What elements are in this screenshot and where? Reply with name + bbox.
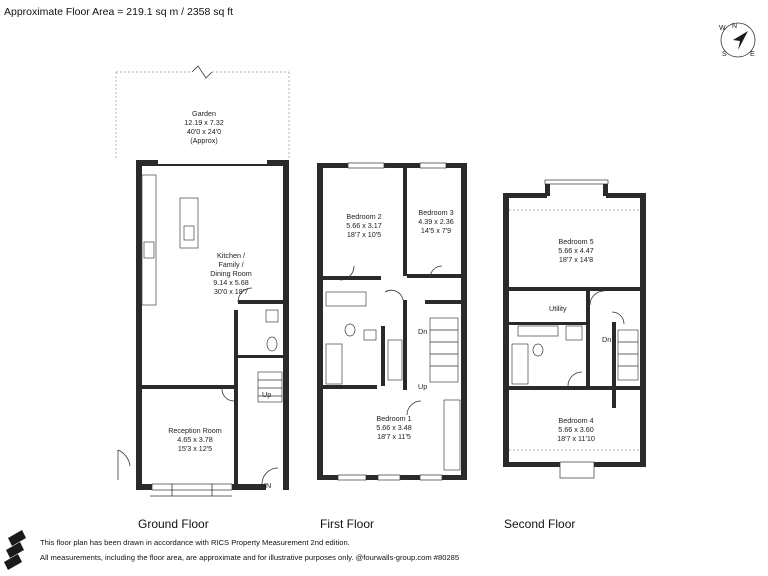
kitchen-metric: 9.14 x 5.68 <box>213 278 249 287</box>
footer-line-1: This floor plan has been drawn in accord… <box>40 538 350 547</box>
reception-imperial: 15'3 x 12'5 <box>177 444 213 453</box>
garden-metric: 12.19 x 7.32 <box>184 118 224 127</box>
utility-label: Utility <box>549 304 567 313</box>
bedroom2-imperial: 18'7 x 10'5 <box>346 230 382 239</box>
bedroom3-name: Bedroom 3 <box>418 208 454 217</box>
garden-label: Garden 12.19 x 7.32 40'0 x 24'0 (Approx) <box>176 109 232 145</box>
bedroom4-name: Bedroom 4 <box>558 416 594 425</box>
kitchen-label: Kitchen / Family / Dining Room 9.14 x 5.… <box>196 251 266 296</box>
compass-w: W <box>719 25 726 32</box>
fourwalls-logo-icon <box>4 530 26 570</box>
entrance-label: IN <box>264 481 272 490</box>
ground-up-label: Up <box>262 390 272 399</box>
compass-s: S <box>722 51 727 58</box>
bedroom3-label: Bedroom 3 4.39 x 2.36 14'5 x 7'9 <box>408 208 464 235</box>
floor-area-text: Approximate Floor Area = 219.1 sq m / 23… <box>4 6 234 18</box>
garden-note: (Approx) <box>190 136 218 145</box>
kitchen-imperial: 30'0 x 18'7 <box>213 287 249 296</box>
second-floor-plan <box>503 179 646 479</box>
bedroom4-imperial: 18'7 x 11'10 <box>557 434 595 443</box>
compass-e: E <box>750 51 755 58</box>
reception-label: Reception Room 4.65 x 3.78 15'3 x 12'5 <box>160 426 230 453</box>
reception-metric: 4.65 x 3.78 <box>177 435 213 444</box>
compass-icon <box>720 22 756 58</box>
bedroom5-label: Bedroom 5 5.66 x 4.47 18'7 x 14'8 <box>548 237 604 264</box>
bedroom4-label: Bedroom 4 5.66 x 3.60 18'7 x 11'10 <box>543 416 609 443</box>
garden-name: Garden <box>192 109 216 118</box>
second-floor-title: Second Floor <box>504 517 576 531</box>
compass-n: N <box>732 23 738 30</box>
garden-area <box>115 65 290 158</box>
ground-floor-title: Ground Floor <box>138 517 209 531</box>
kitchen-name-1: Kitchen / <box>217 251 245 260</box>
bedroom1-label: Bedroom 1 5.66 x 3.48 18'7 x 11'5 <box>366 414 422 441</box>
ground-floor-plan <box>117 160 289 497</box>
bedroom2-label: Bedroom 2 5.66 x 3.17 18'7 x 10'5 <box>336 212 392 239</box>
bedroom2-metric: 5.66 x 3.17 <box>346 221 382 230</box>
bedroom5-name: Bedroom 5 <box>558 237 594 246</box>
first-up-label: Up <box>418 382 428 391</box>
bedroom1-metric: 5.66 x 3.48 <box>376 423 412 432</box>
bedroom5-metric: 5.66 x 4.47 <box>558 246 594 255</box>
reception-name: Reception Room <box>168 426 222 435</box>
bedroom4-metric: 5.66 x 3.60 <box>558 425 594 434</box>
bedroom3-metric: 4.39 x 2.36 <box>418 217 454 226</box>
footer-line-2: All measurements, including the floor ar… <box>40 553 460 562</box>
bedroom1-name: Bedroom 1 <box>376 414 412 423</box>
first-floor-title: First Floor <box>320 517 374 531</box>
first-dn-label: Dn <box>418 327 428 336</box>
first-floor-plan <box>317 162 467 481</box>
bedroom3-imperial: 14'5 x 7'9 <box>420 226 452 235</box>
bedroom5-imperial: 18'7 x 14'8 <box>558 255 594 264</box>
garden-imperial: 40'0 x 24'0 <box>186 127 222 136</box>
bedroom2-name: Bedroom 2 <box>346 212 382 221</box>
kitchen-name-3: Dining Room <box>210 269 252 278</box>
second-dn-label: Dn <box>602 335 612 344</box>
bedroom1-imperial: 18'7 x 11'5 <box>377 432 411 441</box>
kitchen-name-2: Family / <box>218 260 244 269</box>
